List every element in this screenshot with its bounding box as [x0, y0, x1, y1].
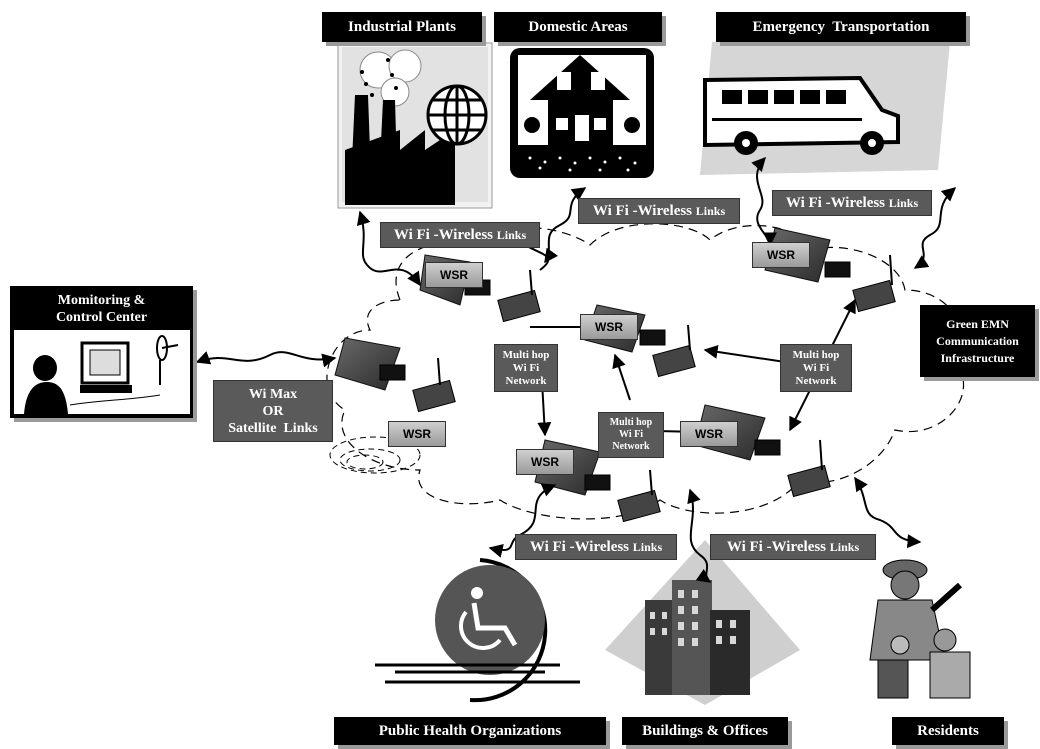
multihop-line2: Wi Fi — [619, 429, 643, 440]
industrial-plants-label: Industrial Plants — [322, 12, 482, 42]
green-emn-label: Green EMN Communication Infrastructure — [920, 305, 1035, 377]
sensor-board-icon — [379, 261, 896, 523]
wifi-link-suffix: Links — [888, 195, 919, 210]
wifi-link-suffix: Links — [496, 227, 527, 242]
wsr-node: WSR — [752, 242, 810, 268]
wimax-line3: Satellite Links — [228, 420, 318, 436]
multihop-line2: Wi Fi — [802, 361, 830, 374]
multihop-label: Multi hop Wi Fi Network — [780, 344, 852, 392]
wimax-line1: Wi Max — [248, 386, 298, 402]
multihop-label: Multi hop Wi Fi Network — [494, 344, 558, 392]
wsr-label: WSR — [531, 455, 559, 469]
green-emn-line3: Infrastructure — [940, 350, 1015, 365]
wheelchair-icon — [375, 558, 580, 703]
multihop-line1: Multi hop — [609, 417, 653, 428]
multihop-line3: Network — [505, 374, 547, 387]
green-emn-line1: Green EMN — [946, 316, 1009, 331]
wifi-link-suffix: Links — [695, 203, 726, 218]
wifi-link-label: Wi Fi -Wireless Links — [710, 534, 876, 560]
wireless-range-rings — [329, 436, 421, 474]
wsr-label: WSR — [403, 427, 431, 441]
multihop-line2: Wi Fi — [512, 361, 540, 374]
antenna-lines — [437, 254, 893, 496]
wifi-link-label: Wi Fi -Wireless Links — [380, 222, 540, 248]
wsr-label: WSR — [440, 268, 468, 282]
monitoring-title-line1: Momitoring & — [57, 293, 146, 308]
wimax-line2: OR — [262, 403, 284, 419]
network-cloud — [326, 223, 965, 520]
wifi-link-suffix: Links — [829, 539, 860, 554]
monitoring-center-title: Momitoring & Control Center — [10, 292, 193, 326]
wsr-label: WSR — [767, 248, 795, 262]
wsr-label: WSR — [695, 427, 723, 441]
house-icon — [510, 48, 654, 178]
public-health-label: Public Health Organizations — [334, 717, 606, 745]
buildings-offices-label: Buildings & Offices — [622, 717, 788, 745]
wifi-link-label: Wi Fi -Wireless Links — [772, 190, 932, 216]
wsr-node: WSR — [388, 421, 446, 447]
wifi-link-main: Wi Fi -Wireless — [592, 202, 693, 219]
residents-label: Residents — [892, 717, 1004, 745]
operator-computer-icon — [24, 335, 179, 414]
monitoring-title-line2: Control Center — [55, 310, 148, 325]
wifi-link-main: Wi Fi -Wireless — [785, 194, 886, 211]
green-emn-line2: Communication — [936, 333, 1019, 348]
bus-icon — [700, 42, 950, 175]
emergency-transportation-label: Emergency Transportation — [716, 12, 966, 42]
wifi-link-suffix: Links — [632, 539, 663, 554]
factory-icon — [337, 42, 493, 209]
wsr-node: WSR — [516, 449, 574, 475]
wsr-node: WSR — [425, 262, 483, 288]
multihop-line1: Multi hop — [792, 348, 840, 361]
wimax-satellite-label: Wi Max OR Satellite Links — [213, 380, 333, 442]
wifi-link-label: Wi Fi -Wireless Links — [515, 534, 677, 560]
domestic-areas-label: Domestic Areas — [494, 12, 662, 42]
office-buildings-icon — [605, 540, 800, 705]
multihop-line3: Network — [612, 441, 650, 452]
multihop-label: Multi hop Wi Fi Network — [598, 412, 664, 458]
wsr-label: WSR — [595, 320, 623, 334]
wifi-link-label: Wi Fi -Wireless Links — [578, 198, 740, 224]
wsr-node: WSR — [580, 314, 638, 340]
wifi-link-main: Wi Fi -Wireless — [529, 538, 630, 555]
residents-people-icon — [869, 559, 971, 699]
wsr-node: WSR — [680, 421, 738, 447]
globe-icon — [426, 84, 488, 146]
wifi-link-main: Wi Fi -Wireless — [393, 226, 494, 243]
wifi-link-main: Wi Fi -Wireless — [726, 538, 827, 555]
multihop-line1: Multi hop — [502, 348, 550, 361]
multihop-line3: Network — [795, 374, 837, 387]
